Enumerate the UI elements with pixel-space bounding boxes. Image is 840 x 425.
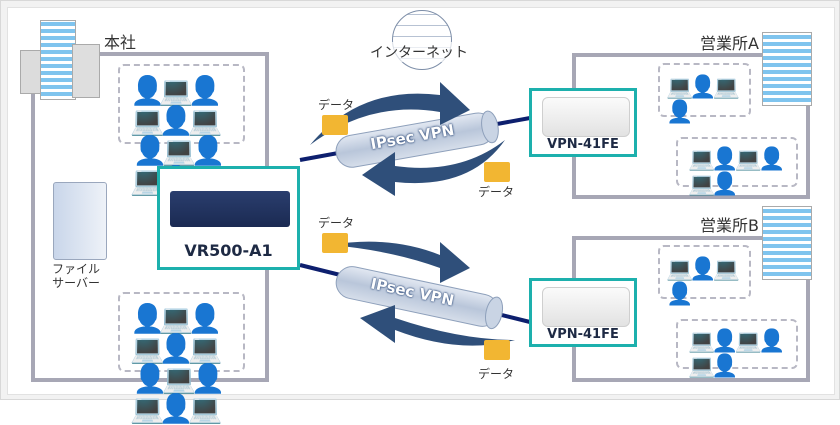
branch-a-label: 営業所A xyxy=(700,34,759,53)
folder-icon-b-right xyxy=(484,340,510,360)
branch-b-user-group-1: 💻👤💻👤 xyxy=(658,245,751,307)
branch-a-users-icon: 💻👤💻👤 xyxy=(666,75,740,125)
branch-a-user-group-1: 💻👤💻👤 xyxy=(658,63,751,125)
branch-a-users-icon-2: 💻👤💻👤💻👤 xyxy=(688,147,786,197)
vpn41fe-a-box: VPN-41FE xyxy=(529,88,637,157)
vpn-tube-a xyxy=(335,110,499,168)
vpn41fe-a-label: VPN-41FE xyxy=(547,137,619,152)
branch-b-users-icon-2: 💻👤💻👤💻👤 xyxy=(688,329,786,379)
data-label-a-left: データ xyxy=(318,98,355,112)
branch-b-user-group-2: 💻👤💻👤💻👤 xyxy=(676,319,798,379)
branch-a-building-icon xyxy=(762,32,812,106)
internet-label: インターネット xyxy=(370,42,468,62)
vpn-tube-b xyxy=(335,266,504,330)
arrow-a-down xyxy=(362,140,505,196)
branch-a-user-group-2: 💻👤💻👤💻👤 xyxy=(676,137,798,197)
folder-icon-a-right xyxy=(484,162,510,182)
data-label-b-left: データ xyxy=(318,216,355,230)
vpn41fe-b-icon xyxy=(542,287,630,327)
folder-icon-a-left xyxy=(322,115,348,135)
file-server-label-1: ファイル xyxy=(52,262,101,276)
vr500-label: VR500-A1 xyxy=(184,241,273,260)
hq-building-icon xyxy=(20,20,100,100)
data-label-a-right: データ xyxy=(478,185,515,199)
vr500-router-icon xyxy=(170,191,290,227)
file-server-icon xyxy=(53,182,107,260)
folder-icon-b-left xyxy=(322,233,348,253)
file-server-label-2: サーバー xyxy=(52,276,100,290)
vpn41fe-b-label: VPN-41FE xyxy=(547,327,619,342)
vr500-router-box: VR500-A1 xyxy=(157,166,300,270)
vpn41fe-b-box: VPN-41FE xyxy=(529,278,637,347)
branch-b-building-icon xyxy=(762,206,812,280)
arrow-a-up xyxy=(310,82,470,145)
hq-label: 本社 xyxy=(104,33,137,52)
hq-users-icon-2: 👤💻👤💻👤💻 👤💻👤💻👤💻 xyxy=(130,302,226,425)
branch-b-users-icon: 💻👤💻👤 xyxy=(666,257,740,307)
file-server-label: ファイル サーバー xyxy=(52,262,100,290)
hq-user-group-1: 👤💻👤💻👤💻 👤💻👤💻👤💻 xyxy=(118,64,245,196)
vpn41fe-a-icon xyxy=(542,97,630,137)
branch-b-label: 営業所B xyxy=(700,216,759,235)
data-label-b-right: データ xyxy=(478,367,515,381)
hq-user-group-2: 👤💻👤💻👤💻 👤💻👤💻👤💻 xyxy=(118,292,245,424)
